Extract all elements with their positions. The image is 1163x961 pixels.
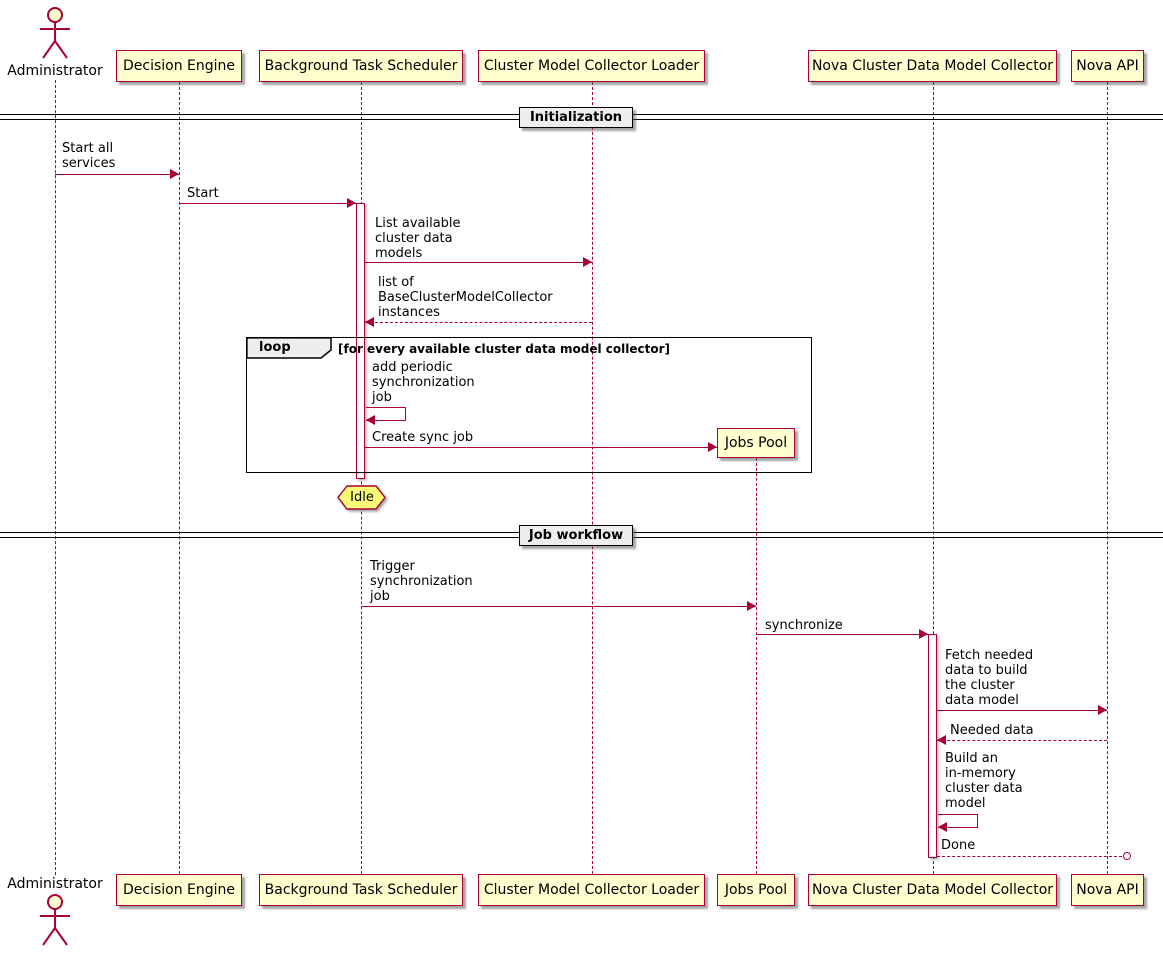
participant-decision-engine-bottom: Decision Engine <box>116 874 242 906</box>
idle-note-label: Idle <box>350 489 374 505</box>
loop-keyword: loop <box>259 340 291 355</box>
loop-frame-tab <box>246 337 332 359</box>
arrowhead-icon <box>937 735 946 745</box>
message-list-of-instances: list of BaseClusterModelCollector instan… <box>378 275 553 320</box>
actor-label-administrator-top: Administrator <box>7 63 103 79</box>
arrowhead-icon <box>170 169 179 179</box>
arrowhead-icon <box>747 601 756 611</box>
message-trigger-sync-job: Trigger synchronization job <box>370 559 473 604</box>
message-list-available-models: List available cluster data models <box>375 216 461 261</box>
arrow-trigger-sync-job <box>361 606 756 607</box>
arrow-fetch-needed-data <box>937 710 1107 711</box>
participant-nova-api-bottom: Nova API <box>1071 874 1144 906</box>
message-needed-data: Needed data <box>950 723 1034 738</box>
participant-nova-cluster-data-model-collector-top: Nova Cluster Data Model Collector <box>808 50 1057 82</box>
arrowhead-icon <box>938 822 947 832</box>
arrowhead-icon <box>919 629 928 639</box>
participant-cluster-model-collector-loader-bottom: Cluster Model Collector Loader <box>478 874 705 906</box>
return-arrow-done <box>937 856 1122 857</box>
return-arrow-list-of-instances <box>365 322 592 323</box>
activation-background-task-scheduler <box>356 203 365 479</box>
lifeline-administrator <box>55 80 56 875</box>
lifeline-decision-engine <box>179 82 180 874</box>
return-arrow-needed-data <box>937 740 1107 741</box>
arrowhead-icon <box>366 415 375 425</box>
divider-title-job-workflow: Job workflow <box>519 525 633 546</box>
arrow-start <box>179 203 356 204</box>
lifeline-cluster-model-collector-loader <box>592 82 593 874</box>
administrator-actor-icon-bottom <box>40 894 70 946</box>
participant-decision-engine-top: Decision Engine <box>116 50 242 82</box>
divider-title-initialization: Initialization <box>519 107 633 128</box>
loop-frame <box>246 337 812 473</box>
loop-condition: [for every available cluster data model … <box>338 342 670 356</box>
message-fetch-needed-data: Fetch needed data to build the cluster d… <box>945 648 1034 708</box>
message-start: Start <box>187 186 219 201</box>
message-synchronize: synchronize <box>765 618 843 633</box>
arrowhead-icon <box>583 257 592 267</box>
lifeline-nova-api <box>1107 82 1108 874</box>
actor-label-administrator-bottom: Administrator <box>7 876 103 892</box>
administrator-actor-icon <box>40 7 70 59</box>
participant-nova-cluster-data-model-collector-bottom: Nova Cluster Data Model Collector <box>808 874 1057 906</box>
arrow-synchronize <box>756 634 928 635</box>
participant-nova-api-top: Nova API <box>1071 50 1144 82</box>
arrow-start-all-services <box>55 174 179 175</box>
arrowhead-icon <box>1098 705 1107 715</box>
self-arrow-add-periodic-job <box>366 407 406 421</box>
activation-nova-cluster-data-model-collector <box>928 634 937 858</box>
participant-background-task-scheduler-bottom: Background Task Scheduler <box>259 874 463 906</box>
arrowhead-icon <box>347 198 356 208</box>
self-arrow-build-model <box>938 814 978 828</box>
arrowhead-icon <box>365 317 374 327</box>
idle-hexagon-note <box>337 485 386 510</box>
lifeline-nova-cluster-data-model-collector <box>933 82 934 874</box>
message-build-model: Build an in-memory cluster data model <box>945 751 1023 811</box>
participant-cluster-model-collector-loader-top: Cluster Model Collector Loader <box>478 50 705 82</box>
lifeline-jobs-pool <box>756 458 757 874</box>
arrowhead-icon <box>708 442 717 452</box>
message-end-circle-icon <box>1123 852 1131 860</box>
arrow-list-available-models <box>365 262 592 263</box>
message-done: Done <box>941 838 976 853</box>
participant-jobs-pool-bottom: Jobs Pool <box>717 874 795 906</box>
message-create-sync-job: Create sync job <box>372 430 474 445</box>
arrow-create-sync-job <box>365 447 717 448</box>
message-start-all-services: Start all services <box>62 141 116 171</box>
participant-jobs-pool-created: Jobs Pool <box>717 428 795 458</box>
participant-background-task-scheduler-top: Background Task Scheduler <box>259 50 463 82</box>
message-add-periodic-job: add periodic synchronization job <box>372 360 475 405</box>
